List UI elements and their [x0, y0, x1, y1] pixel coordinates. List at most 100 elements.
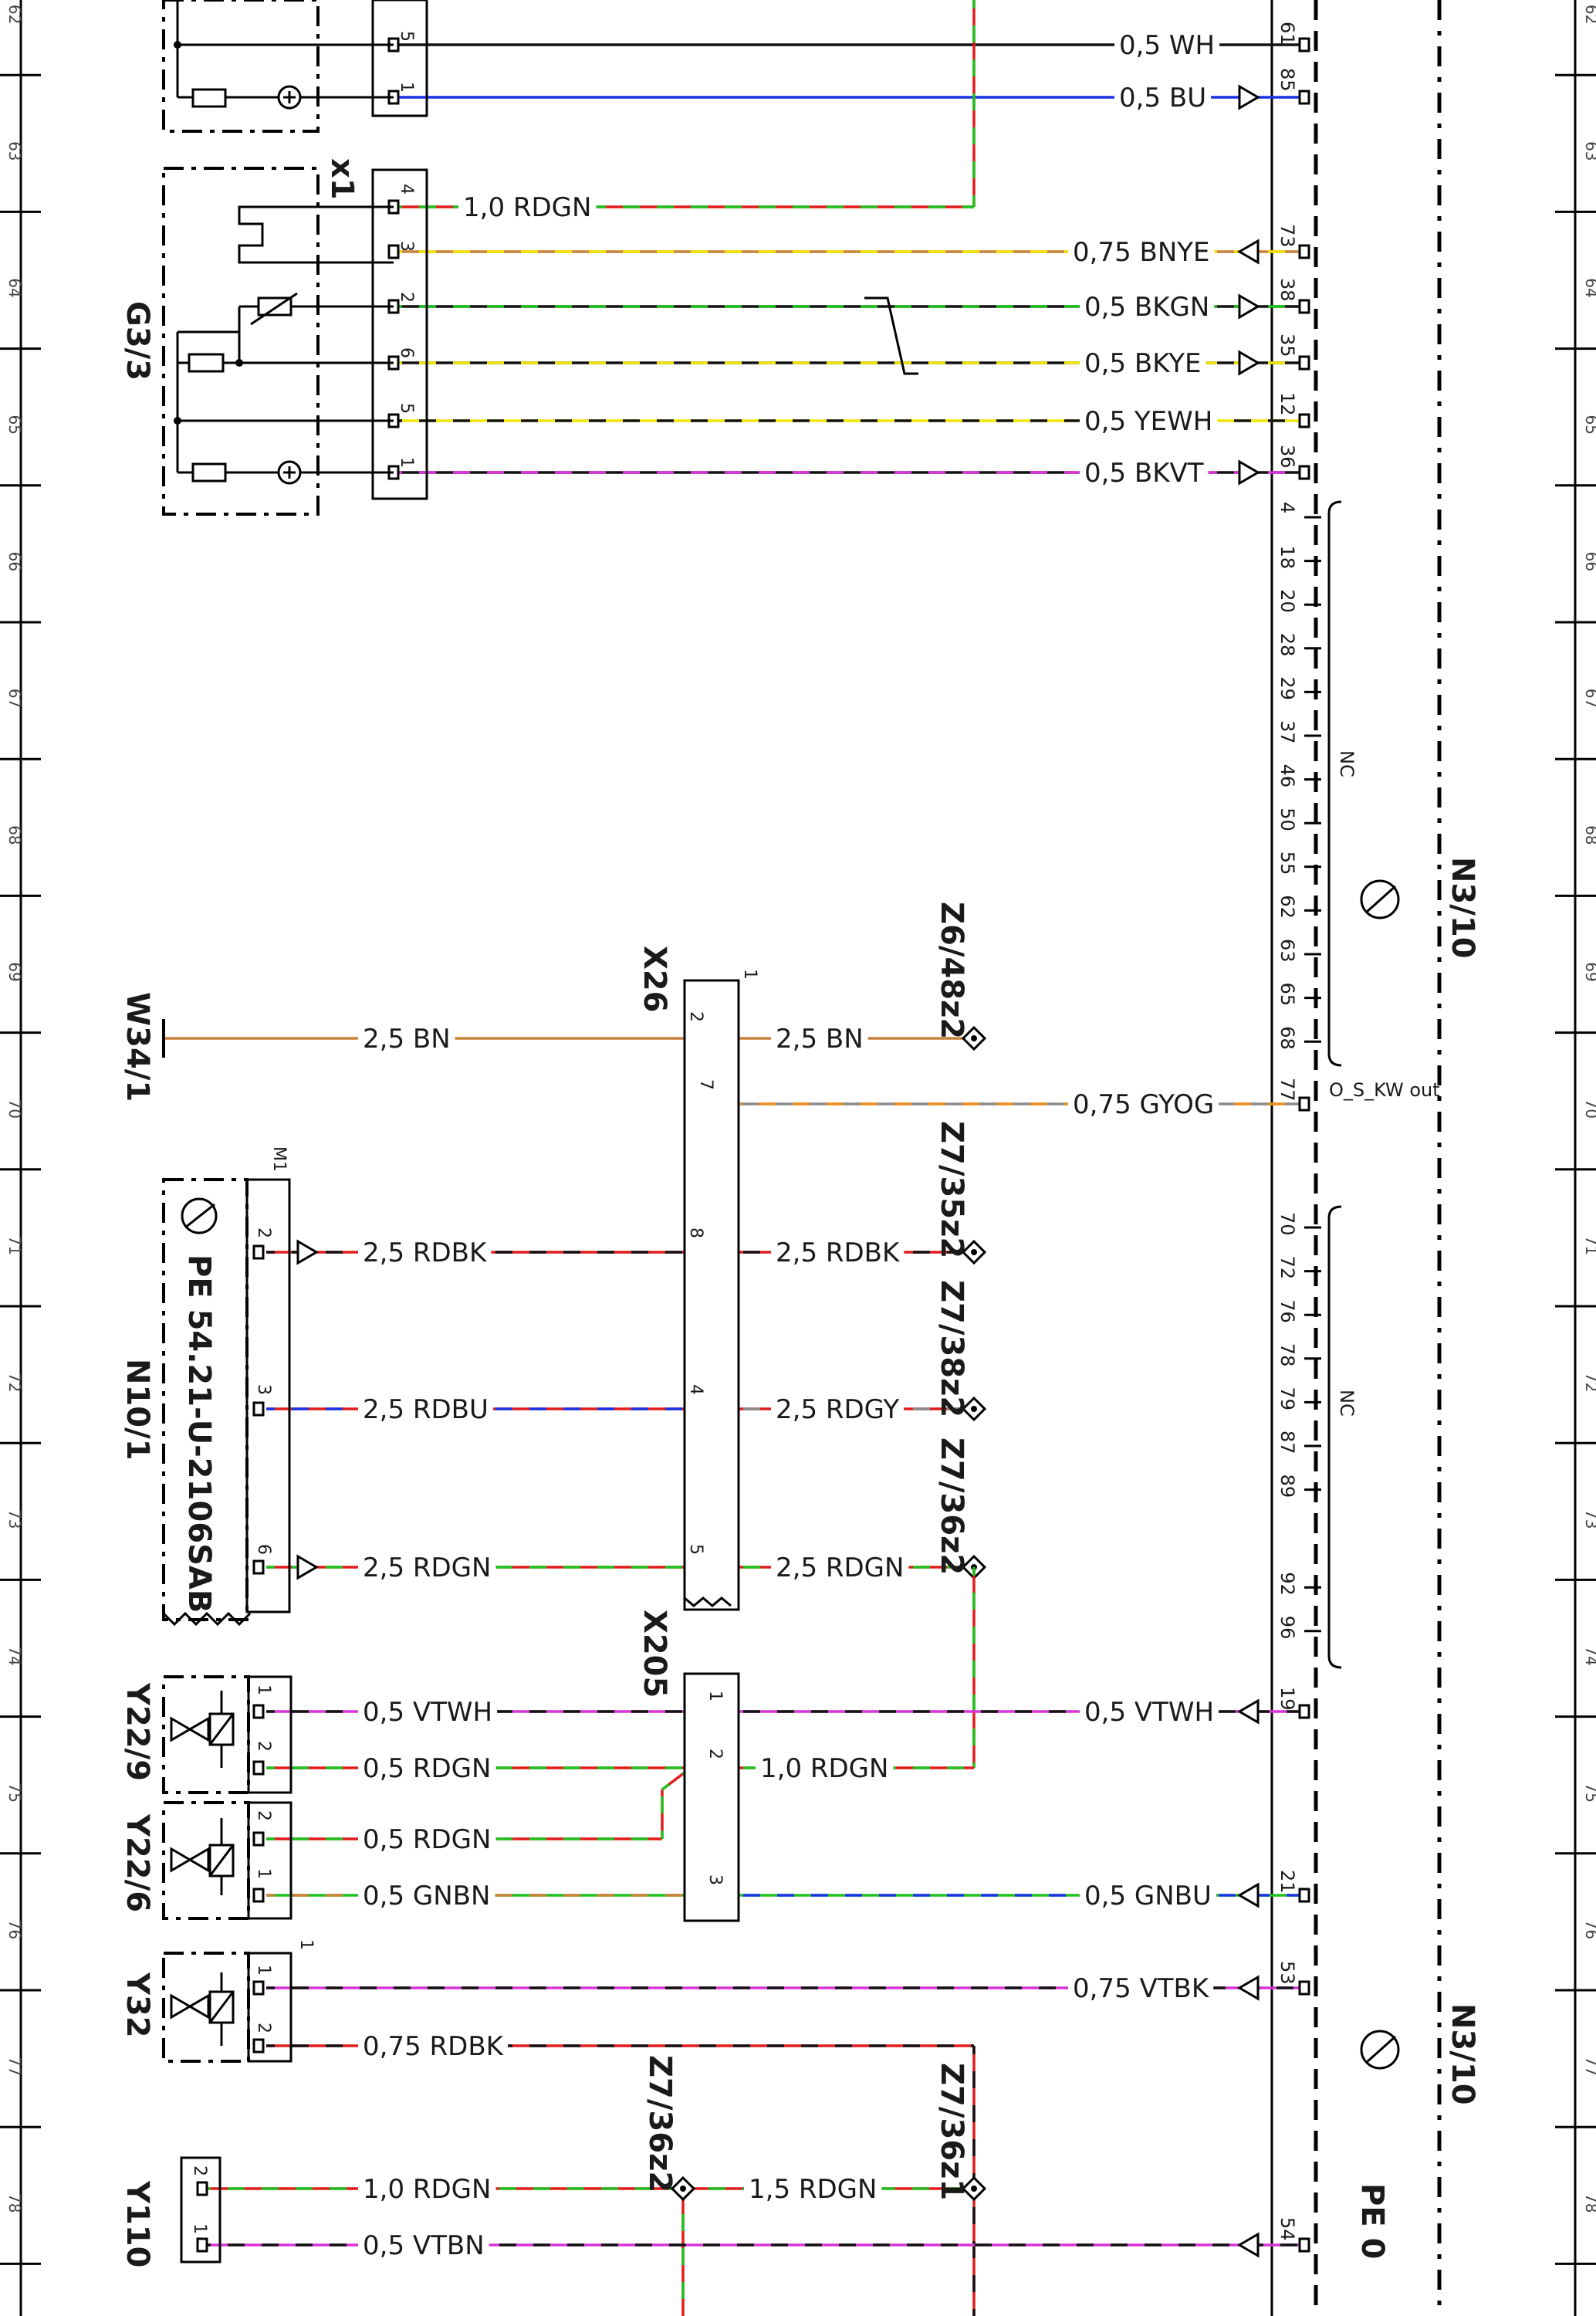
wire-label-bg [358, 1021, 455, 1052]
wire-label: 1,0 RDGN [760, 1753, 888, 1784]
ecu-pin-number: 37 [1276, 720, 1298, 744]
nc-label-a: NC [1336, 750, 1358, 777]
wire-label: 0,75 GYOG [1073, 1089, 1214, 1120]
ecu-pin-number: 55 [1276, 852, 1298, 875]
arrow-left-icon [1237, 1698, 1260, 1725]
wire-label: 0,5 VTWH [1084, 1697, 1214, 1728]
grid-row-number: 65 [5, 415, 24, 434]
y110-pin-1: 1 [190, 2223, 209, 2234]
wire-label: 0,5 RDGN [363, 1753, 491, 1784]
m1-pin-6: 6 [254, 1544, 273, 1555]
wire-label: 0,75 BNYE [1073, 237, 1210, 268]
wire-label: 2,5 BN [363, 1024, 451, 1055]
ecu-pin-number: 85 [1276, 68, 1298, 92]
g3-3-pin: 5 [397, 403, 416, 414]
arrow-right-icon [1238, 84, 1260, 110]
connector-x26: X26 1 2 7 8 4 5 [637, 946, 759, 1611]
wire-label-bg [1080, 346, 1206, 377]
g3-3-pin: 4 [397, 184, 416, 195]
ecu-bus [1270, 0, 1442, 2316]
grid-row-number: 73 [1582, 1509, 1596, 1529]
y22-6-pin-1: 1 [254, 1868, 273, 1879]
ecu-pin-number: 73 [1276, 224, 1298, 248]
z7-36z1-label: Z7/36z1 [934, 2063, 969, 2200]
grid-row-number: 66 [5, 552, 24, 571]
grid-row-number: 67 [1582, 689, 1596, 708]
grid-row-number: 77 [1582, 2057, 1596, 2076]
x205-pin-3: 3 [705, 1874, 725, 1885]
y22-6-pin-2: 2 [254, 1810, 273, 1821]
x205-pin-2: 2 [705, 1749, 725, 1759]
ecu-pin-number: 62 [1276, 895, 1298, 919]
grid-row-number: 72 [5, 1373, 24, 1392]
wire-label-bg [358, 1392, 493, 1423]
wire-label-bg [1068, 1971, 1214, 2002]
ecu-pin-number: 92 [1276, 1572, 1298, 1596]
wire-label-bg [744, 2172, 882, 2203]
wire-label-bg [1114, 80, 1212, 111]
m1-pin-3: 3 [254, 1384, 273, 1395]
pin-terminal [1298, 1704, 1310, 1719]
pin-terminal [1298, 1888, 1310, 1903]
ecu-pin-number: 76 [1276, 1299, 1298, 1323]
nc-label-b: NC [1336, 1390, 1358, 1417]
z7-38z2-label: Z7/38z2 [934, 1280, 969, 1417]
twisted-pair-mark [864, 296, 918, 375]
arrow-left-icon [1237, 1975, 1260, 2001]
wire-label-bg [1068, 235, 1215, 266]
grid-row-number: 71 [1582, 1236, 1596, 1255]
n10-1-reference: PE 54.21-U-2106SAB [181, 1254, 217, 1613]
z6-48z2-label: Z6/48z2 [934, 902, 969, 1039]
w34-1-label: W34/1 [120, 992, 155, 1102]
wire-label-bg [358, 1822, 496, 1853]
arrow-right-icon [1238, 293, 1260, 320]
pin-terminal [252, 1831, 265, 1847]
grid-row-number: 69 [1582, 962, 1596, 981]
wire-label: 1,5 RDGN [749, 2174, 877, 2205]
grid-row-number: 62 [1582, 5, 1596, 24]
g3-3-pin: 6 [397, 347, 416, 358]
grid-row-number: 64 [5, 278, 24, 297]
top-pin-1: 1 [397, 82, 416, 93]
arrow-right-icon [1238, 350, 1260, 376]
x26-label: X26 [637, 946, 672, 1013]
z7-35z2-label: Z7/35z2 [934, 1121, 969, 1258]
grid-row-number: 70 [5, 1099, 24, 1118]
ecu-pin-number: 36 [1276, 445, 1298, 469]
wire-label-bg [358, 1695, 498, 1725]
wire-label: 0,5 GNBU [1084, 1881, 1212, 1911]
y110-pin-2: 2 [190, 2165, 209, 2176]
connector-x205: X205 1 2 3 [637, 1610, 740, 1922]
wire-label: 0,5 RDGN [363, 1824, 491, 1855]
junction-labels: Z6/48z2 Z7/35z2 Z7/38z2 Z7/36z2 Z7/36z2 … [642, 902, 969, 2200]
pin-terminal [1298, 2237, 1310, 2253]
grid-row-number: 72 [1582, 1373, 1596, 1392]
top-module: 5 1 [162, 0, 428, 133]
y110-label: Y110 [120, 2180, 155, 2267]
pin-terminal [252, 2038, 265, 2054]
top-pin-5: 5 [397, 31, 416, 42]
ecu-pin-number: 21 [1276, 1870, 1298, 1894]
x26-pin-8: 8 [686, 1227, 705, 1238]
m1-pin-2: 2 [254, 1227, 273, 1238]
pin-terminal [252, 1704, 265, 1719]
arrow-right-icon [296, 1554, 319, 1580]
grid-row-number: 63 [1582, 141, 1596, 161]
pin-terminal [387, 244, 400, 259]
ecu-pin-number: 54 [1276, 2217, 1298, 2241]
arrow-left-icon [1237, 2232, 1260, 2258]
pin-terminal [1298, 1980, 1310, 1996]
ecu-pin-number: 19 [1276, 1687, 1298, 1711]
pin-terminal [1298, 299, 1310, 314]
ecu-pin-number: 50 [1276, 808, 1298, 831]
pin-terminal [1298, 244, 1310, 259]
x26-pin-1: 1 [740, 969, 759, 980]
wire-label-bg [1068, 1087, 1219, 1118]
y32-pin-2: 2 [254, 2023, 273, 2033]
grid-row-number: 71 [5, 1236, 24, 1255]
n3-10-label: N3/10 [1445, 857, 1480, 959]
ecu-pin-number: 29 [1276, 676, 1298, 700]
wire-label: 0,5 VTWH [363, 1697, 492, 1728]
ecu-pin-number: 77 [1276, 1078, 1298, 1102]
component-g3-3: G3/3 x1 4 3 2 6 5 1 [120, 158, 428, 516]
